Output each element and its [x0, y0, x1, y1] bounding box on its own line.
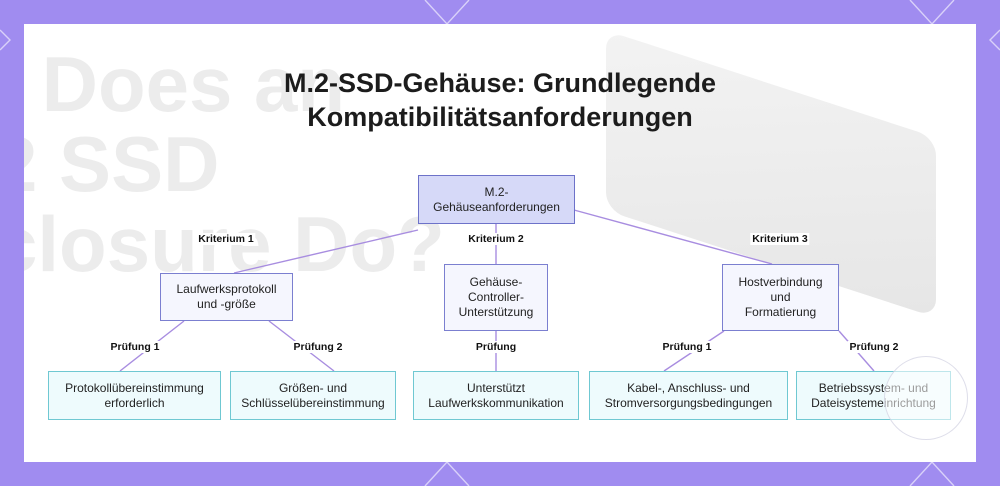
node-criterion-2-line-1: Gehäuse-	[469, 275, 523, 289]
edge-label-check-3: Prüfung	[473, 341, 519, 353]
node-criterion-2-line-2: Controller-	[467, 290, 524, 304]
node-criterion-3-line-2: und	[770, 290, 791, 304]
node-criterion-1-line-2: und -größe	[197, 297, 256, 311]
node-criterion-3-line-3: Formatierung	[744, 305, 817, 319]
node-check-1: Protokollübereinstimmung erforderlich	[48, 371, 221, 420]
edge-root-cat3	[573, 209, 773, 265]
edge-label-check-1: Prüfung 1	[108, 341, 162, 353]
node-root-line-1: M.2-	[484, 184, 509, 199]
node-check-4-line-2: Stromversorgungsbedingungen	[604, 395, 773, 410]
node-criterion-1: Laufwerksprotokoll und -größe	[160, 273, 293, 321]
node-check-2-line-2: Schlüsselübereinstimmung	[241, 395, 385, 410]
edge-label-check-2: Prüfung 2	[291, 341, 345, 353]
node-criterion-3-line-1: Hostverbindung	[738, 275, 823, 289]
node-check-4-line-1: Kabel-, Anschluss- und	[627, 380, 750, 395]
title-line-1: M.2-SSD-Gehäuse: Grundlegende	[283, 68, 717, 98]
node-check-3: Unterstützt Laufwerkskommunikation	[413, 371, 579, 420]
edge-label-check-5: Prüfung 2	[847, 341, 901, 353]
node-check-2: Größen- und Schlüsselübereinstimmung	[230, 371, 396, 420]
node-check-2-line-1: Größen- und	[278, 380, 348, 395]
node-root-line-2: Gehäuseanforderungen	[433, 199, 560, 214]
page-title: M.2-SSD-Gehäuse: Grundlegende Kompatibil…	[24, 66, 976, 134]
node-check-3-line-1: Unterstützt	[466, 380, 526, 395]
edge-root-cat1	[233, 229, 419, 274]
node-check-1-line-2: erforderlich	[104, 395, 165, 410]
node-criterion-2-line-3: Unterstützung	[458, 305, 534, 319]
edge-label-criterion-3: Kriterium 3	[750, 233, 810, 245]
node-check-1-line-1: Protokollübereinstimmung	[65, 380, 204, 395]
node-check-4: Kabel-, Anschluss- und Stromversorgungsb…	[589, 371, 788, 420]
node-criterion-2: Gehäuse- Controller- Unterstützung	[444, 264, 548, 331]
title-line-2: Kompatibilitätsanforderungen	[307, 102, 693, 132]
edge-label-criterion-2: Kriterium 2	[466, 233, 526, 245]
node-root: M.2- Gehäuseanforderungen	[418, 175, 575, 224]
node-criterion-3: Hostverbindung und Formatierung	[722, 264, 839, 331]
edge-label-criterion-1: Kriterium 1	[196, 233, 256, 245]
node-criterion-1-line-1: Laufwerksprotokoll	[176, 282, 277, 296]
node-check-3-line-2: Laufwerkskommunikation	[428, 395, 564, 410]
edge-label-check-4: Prüfung 1	[660, 341, 714, 353]
watermark-badge	[884, 356, 968, 440]
diagram-card: t Does an 2 SSD closure Do? M.2-SSD-Gehä…	[24, 24, 976, 462]
